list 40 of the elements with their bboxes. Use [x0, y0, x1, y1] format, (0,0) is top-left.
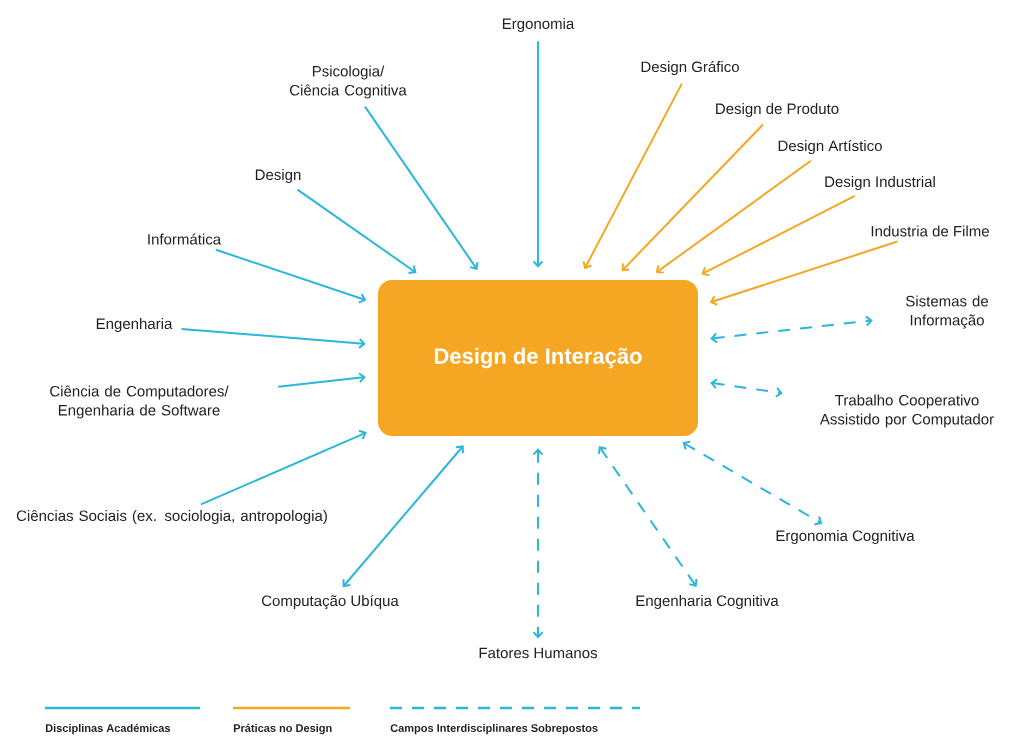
field-label: Psicologia/ Ciência Cognitiva	[290, 65, 407, 99]
field-label: Ciência de Computadores/ Engenharia de Software	[50, 385, 229, 419]
field-label: Ciências Sociais (ex. sociologia, antropologia)	[16, 510, 327, 524]
arrow	[709, 240, 899, 306]
field-label: Industria de Filme	[871, 225, 989, 237]
arrow	[214, 248, 367, 304]
field-label: Design Artístico	[778, 139, 882, 155]
field-label: Ergonomia	[502, 18, 575, 32]
arrow	[701, 194, 856, 277]
field-label: Engenharia Cognitiva	[636, 595, 779, 609]
field-label: Design de Produto	[716, 103, 839, 117]
arrow	[200, 429, 367, 506]
arrow	[655, 159, 812, 274]
arrow	[597, 446, 698, 587]
field-label: Computação Ubíqua	[262, 594, 399, 610]
field-label: Design Gráfico	[641, 60, 739, 76]
legend-label: Disciplinas Académicas	[45, 723, 171, 735]
arrow	[363, 105, 479, 270]
center-box: Design de Interação	[378, 280, 698, 436]
field-label: Design Industrial	[825, 176, 935, 190]
arrow	[532, 448, 544, 639]
arrow	[180, 327, 366, 349]
arrow	[682, 440, 823, 526]
field-label: Design	[255, 169, 301, 183]
field-label: Fatores Humanos	[479, 647, 598, 659]
field-label: Ergonomia Cognitiva	[776, 530, 915, 544]
arrow	[532, 40, 544, 268]
legend-label: Campos Interdisciplinares Sobrepostos	[390, 723, 598, 735]
arrow	[621, 123, 765, 272]
arrow	[277, 372, 366, 388]
field-label: Engenharia	[96, 318, 173, 332]
arrow	[710, 315, 873, 344]
arrow	[342, 445, 464, 588]
arrow	[582, 82, 683, 270]
arrow	[710, 378, 783, 398]
field-label: Trabalho Cooperativo Assistido por Computador	[819, 394, 994, 428]
field-label: Sistemas de Informação	[906, 295, 988, 329]
legend-label: Práticas no Design	[233, 723, 332, 735]
arrow	[296, 188, 417, 274]
field-label: Informática	[148, 233, 222, 245]
